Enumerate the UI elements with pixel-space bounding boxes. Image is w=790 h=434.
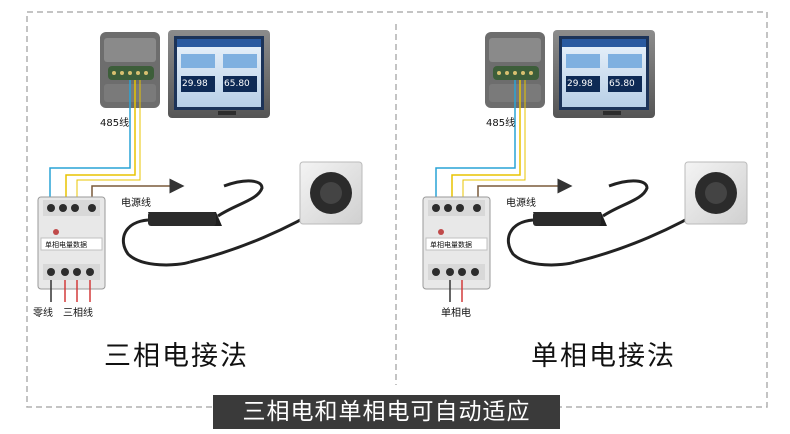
power-adapter-left [122,179,329,267]
rs485-cable-label-right: 485线 [486,118,516,129]
power-meter-left [37,196,106,290]
right-panel [422,30,748,302]
screen-value-2-right: 65.80 [609,79,635,89]
single-phase-title: 单相电接法 [531,341,676,372]
power-adapter-right [507,179,714,267]
single-phase-wire-label: 单相电 [441,308,471,319]
three-phase-title: 三相电接法 [104,341,249,372]
meter-face-text-left: 单相电量数据 [45,241,87,249]
db9-connector-left [100,32,160,108]
power-cable-label-left: 电源线 [121,198,151,209]
screen-value-1-right: 29.98 [567,79,593,89]
footer-banner: 三相电和单相电可自动适应 [213,395,560,429]
screen-value-2-left: 65.80 [224,79,250,89]
power-cable-label-right: 电源线 [506,198,536,209]
neutral-wire-label: 零线 [33,308,53,319]
power-meter-right [422,196,491,290]
left-panel [37,30,363,302]
three-phase-wire-label: 三相线 [63,308,93,319]
wall-socket-left [299,161,363,225]
meter-face-text-right: 单相电量数据 [430,241,472,249]
screen-value-1-left: 29.98 [182,79,208,89]
rs485-cable-label-left: 485线 [100,118,130,129]
hmi-touchscreen-right [553,30,655,118]
wall-socket-right [684,161,748,225]
hmi-touchscreen-left [168,30,270,118]
